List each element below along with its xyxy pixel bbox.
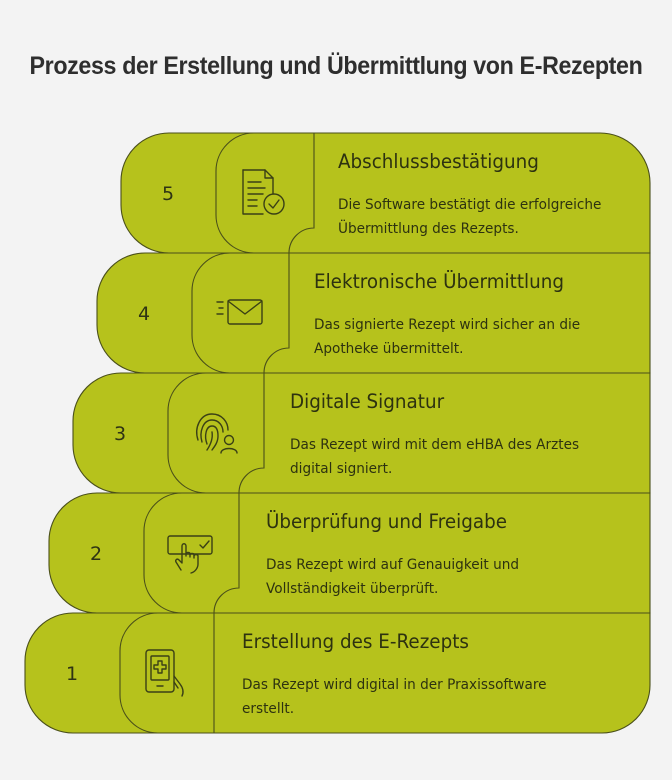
step-2-number: 2 xyxy=(89,543,103,565)
step-1-content-block xyxy=(119,612,651,734)
step-4-content-block xyxy=(191,252,651,374)
step-2-desc-line-1: Das Rezept wird auf Genauigkeit und xyxy=(266,557,520,573)
document-check-icon xyxy=(242,169,285,215)
envelope-send-icon xyxy=(216,299,263,325)
step-2-content-block xyxy=(143,492,651,614)
step-5-title: Abschlussbestätigung xyxy=(338,150,539,173)
step-3-desc-line-2: digital signiert. xyxy=(290,461,393,477)
step-3-content-block xyxy=(167,372,651,494)
hand-tap-check-icon xyxy=(167,535,213,574)
step-3-title: Digitale Signatur xyxy=(290,390,445,413)
tablet-prescription-icon xyxy=(145,649,184,697)
step-5-desc-line-2: Übermittlung des Rezepts. xyxy=(338,221,519,237)
step-3-number: 3 xyxy=(113,423,127,445)
step-4-desc-line-1: Das signierte Rezept wird sicher an die xyxy=(314,317,581,333)
step-5-desc-line-1: Die Software bestätigt die erfolgreiche xyxy=(338,197,602,213)
step-2-title: Überprüfung und Freigabe xyxy=(266,510,508,533)
step-1-desc-line-1: Das Rezept wird digital in der Praxissof… xyxy=(242,677,547,693)
step-1-title: Erstellung des E-Rezepts xyxy=(242,630,469,653)
step-5-number: 5 xyxy=(161,183,175,205)
step-4-number: 4 xyxy=(137,303,151,325)
fingerprint-user-icon xyxy=(196,413,238,454)
page-title: Prozess der Erstellung und Übermittlung … xyxy=(29,52,643,80)
step-1-desc-line-2: erstellt. xyxy=(242,701,295,717)
step-3-desc-line-1: Das Rezept wird mit dem eHBA des Arztes xyxy=(290,437,580,453)
step-2-desc-line-2: Vollständigkeit überprüft. xyxy=(266,581,439,597)
step-5-content-block xyxy=(215,132,651,254)
step-4-title: Elektronische Übermittlung xyxy=(314,270,564,293)
step-4-desc-line-2: Apotheke übermittelt. xyxy=(314,341,464,357)
step-1-number: 1 xyxy=(65,663,79,685)
